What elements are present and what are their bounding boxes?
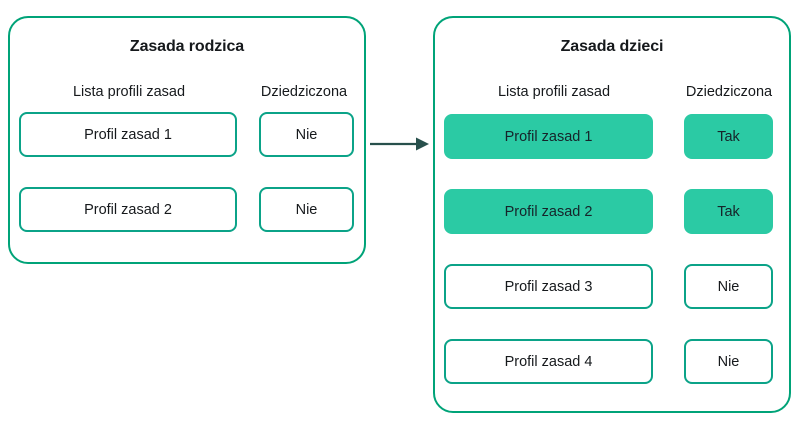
inherited-status-cell[interactable]: Tak: [684, 189, 773, 234]
policy-profile-cell[interactable]: Profil zasad 4: [444, 339, 653, 384]
column-header-inherited: Dziedziczona: [685, 84, 773, 100]
table-row: Profil zasad 1 Nie: [10, 112, 364, 157]
policy-profile-cell[interactable]: Profil zasad 2: [444, 189, 653, 234]
column-header-profile-list: Lista profili zasad: [72, 84, 186, 100]
table-row: Profil zasad 3 Nie: [435, 264, 789, 309]
panel-parent-policy: Zasada rodzica Lista profili zasad Dzied…: [8, 16, 366, 264]
panel-parent-column-headers: Lista profili zasad Dziedziczona: [10, 84, 364, 106]
panel-child-title: Zasada dzieci: [560, 38, 664, 55]
policy-profile-cell[interactable]: Profil zasad 1: [19, 112, 237, 157]
inherited-status-cell[interactable]: Nie: [259, 187, 354, 232]
panel-child-column-headers: Lista profili zasad Dziedziczona: [435, 84, 789, 106]
table-row: Profil zasad 2 Tak: [435, 189, 789, 234]
panel-child-policy: Zasada dzieci Lista profili zasad Dziedz…: [433, 16, 791, 413]
inherited-status-cell[interactable]: Nie: [684, 339, 773, 384]
column-header-profile-list: Lista profili zasad: [497, 84, 611, 100]
policy-profile-cell[interactable]: Profil zasad 3: [444, 264, 653, 309]
policy-profile-cell[interactable]: Profil zasad 1: [444, 114, 653, 159]
column-header-inherited: Dziedziczona: [260, 84, 348, 100]
table-row: Profil zasad 2 Nie: [10, 187, 364, 232]
inherited-status-cell[interactable]: Tak: [684, 114, 773, 159]
arrow-right-icon: [370, 132, 430, 156]
policy-profile-cell[interactable]: Profil zasad 2: [19, 187, 237, 232]
table-row: Profil zasad 4 Nie: [435, 339, 789, 384]
table-row: Profil zasad 1 Tak: [435, 114, 789, 159]
inherited-status-cell[interactable]: Nie: [684, 264, 773, 309]
inherited-status-cell[interactable]: Nie: [259, 112, 354, 157]
panel-parent-title: Zasada rodzica: [129, 38, 245, 55]
